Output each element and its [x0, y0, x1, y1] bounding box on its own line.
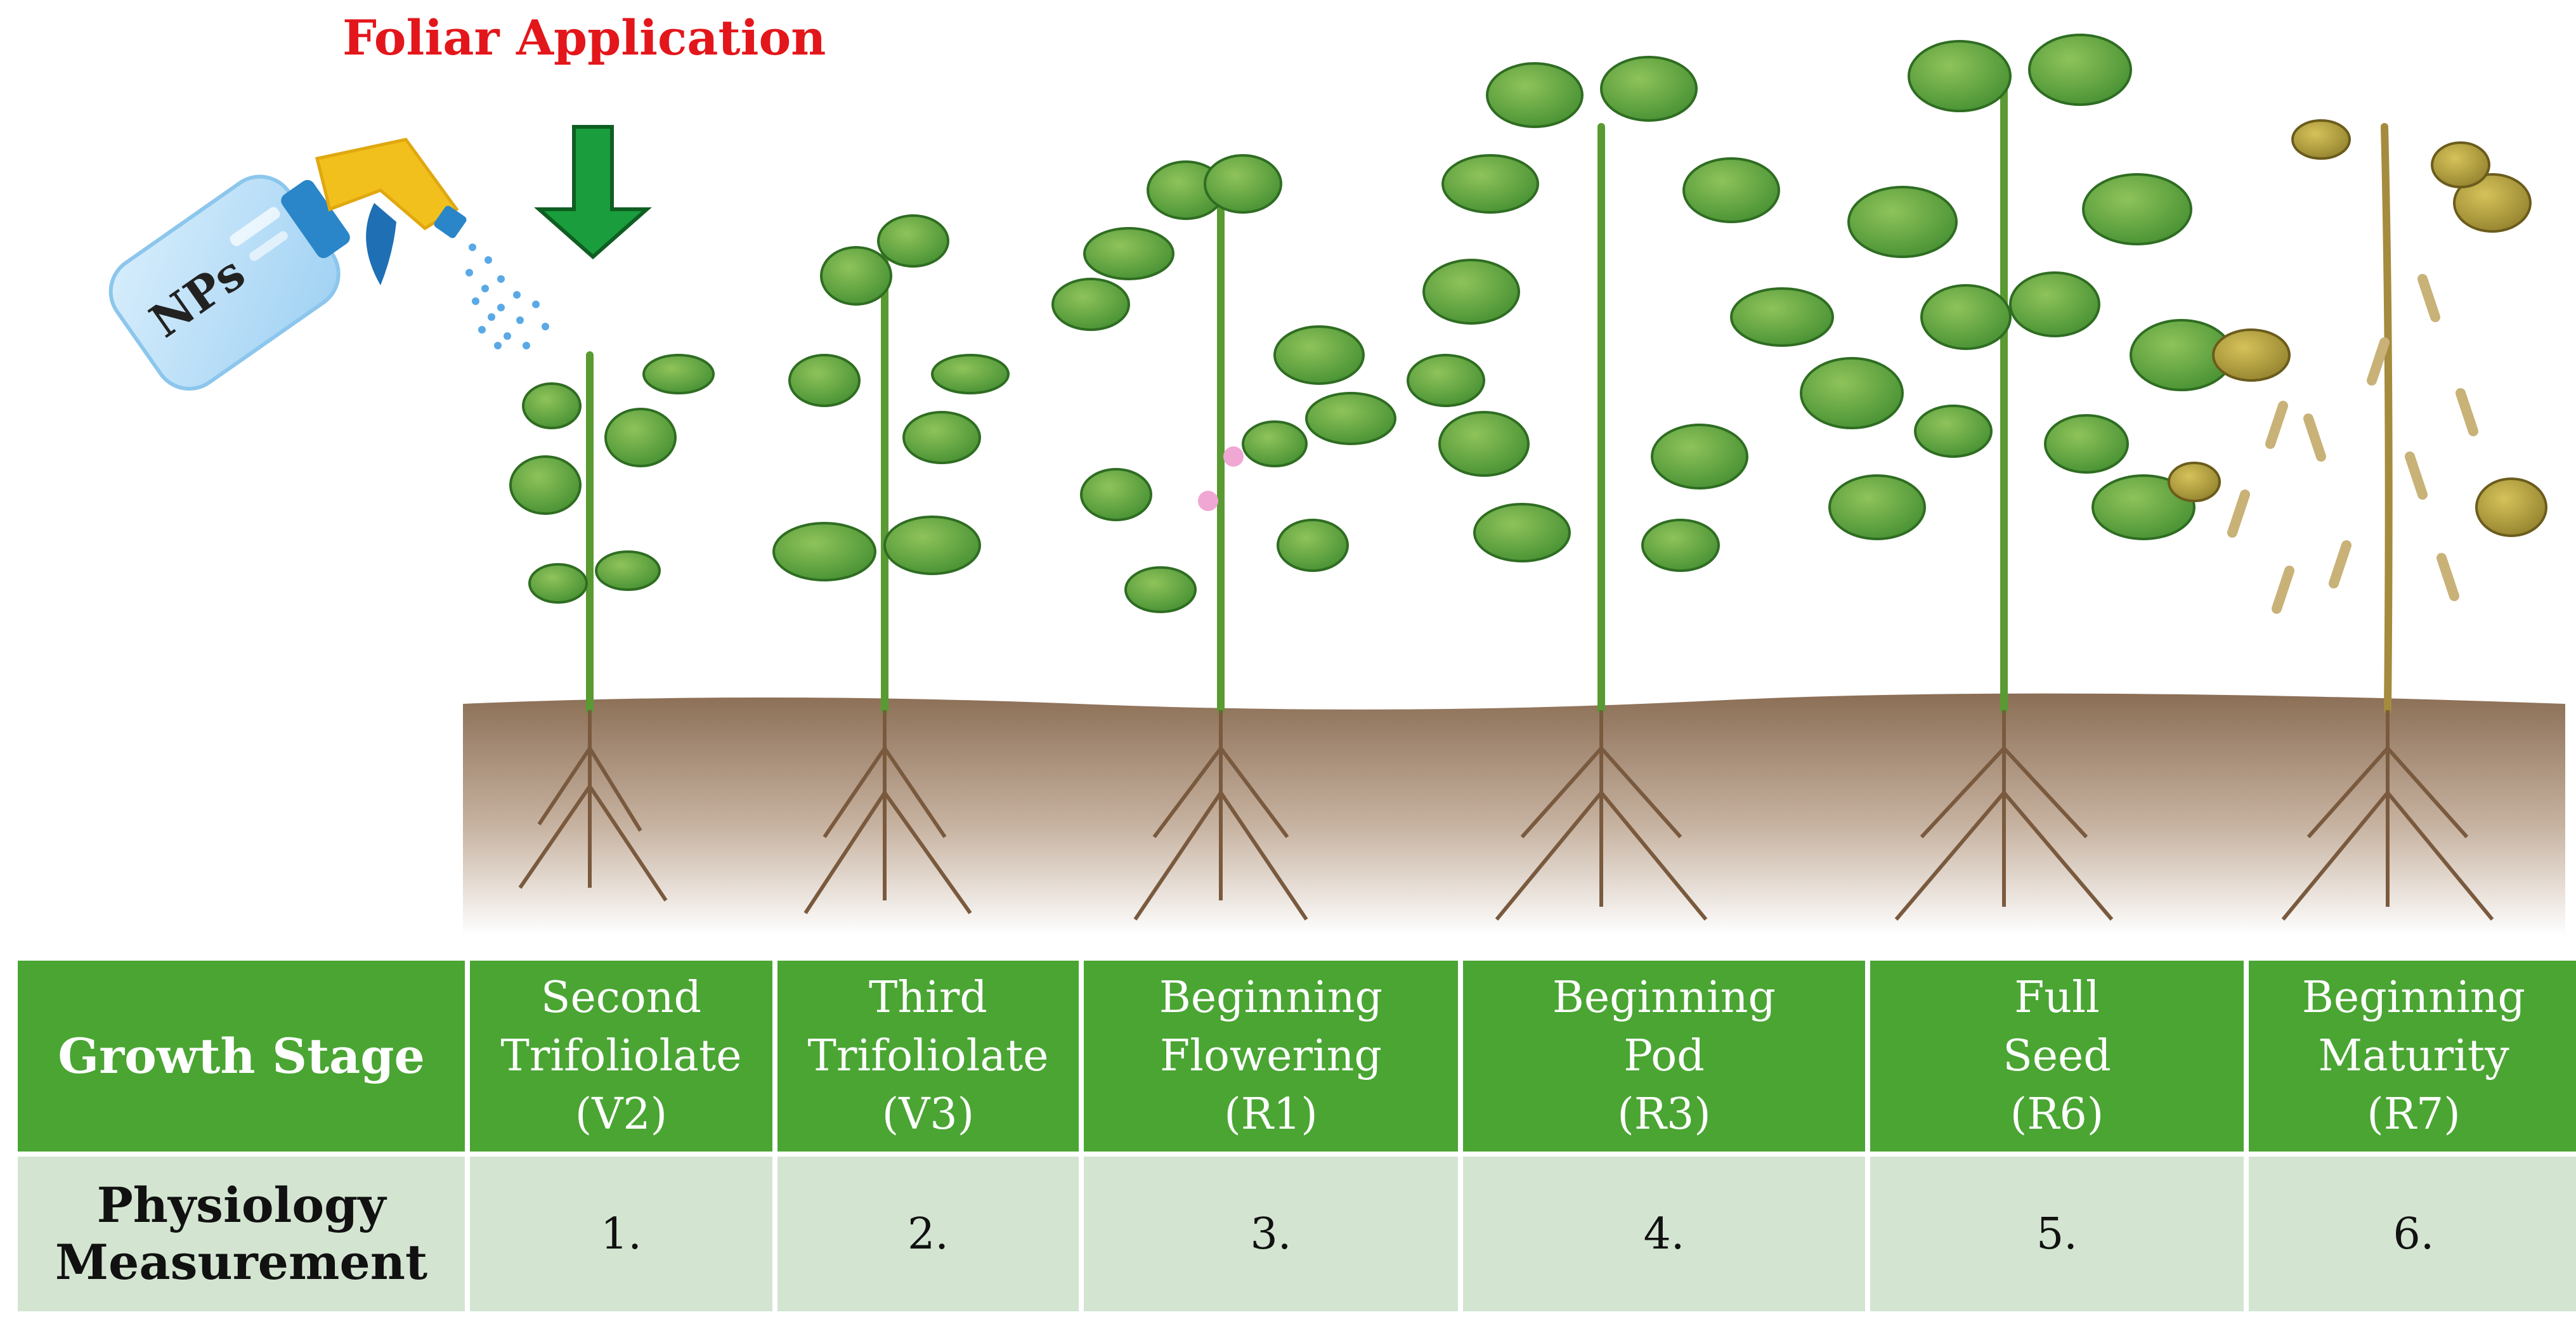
measurement-1: 1.	[470, 1157, 772, 1311]
plant-stems	[586, 72, 2393, 714]
spray-mist	[465, 243, 549, 349]
measurement-3: 3.	[1084, 1157, 1458, 1311]
measurement-4: 4.	[1463, 1157, 1865, 1311]
down-arrow-icon	[534, 125, 652, 260]
plant-roots	[518, 710, 2494, 921]
soil-ground	[463, 693, 2565, 935]
spray-bottle-icon	[108, 138, 467, 391]
flowers	[1198, 446, 1244, 511]
mature-plant-leaves	[2168, 119, 2547, 537]
foliar-application-title: Foliar Application	[342, 10, 826, 66]
soybean-growth-illustration: NPs	[108, 34, 2565, 935]
seed-pods	[2227, 274, 2478, 614]
growth-stage-label: Growth Stage	[18, 961, 465, 1152]
measurement-5: 5.	[1870, 1157, 2244, 1311]
measurement-6: 6.	[2249, 1157, 2576, 1311]
measurement-2: 2.	[777, 1157, 1079, 1311]
plant-leaves	[509, 34, 2234, 613]
